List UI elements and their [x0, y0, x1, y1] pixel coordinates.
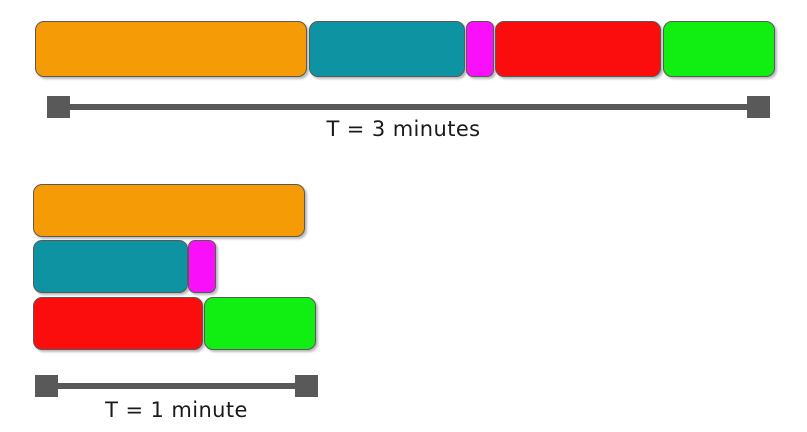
- parallel-row3-segment-red[interactable]: [33, 297, 203, 350]
- parallel-duration-label: T = 1 minute: [105, 398, 248, 422]
- parallel-row3-segment-green[interactable]: [204, 297, 316, 350]
- rule-cap-right[interactable]: [747, 96, 770, 118]
- serial-duration-label: T = 3 minutes: [326, 117, 481, 141]
- parallel-row2-segment-magenta[interactable]: [188, 240, 216, 293]
- serial-segment-green[interactable]: [663, 21, 775, 77]
- rule-cap-left[interactable]: [47, 96, 70, 118]
- serial-duration-rule: [47, 96, 770, 118]
- parallel-row1-segment-orange[interactable]: [33, 184, 305, 237]
- rule-line: [35, 383, 318, 389]
- rule-line: [47, 104, 770, 110]
- serial-segment-teal[interactable]: [309, 21, 465, 77]
- serial-segment-orange[interactable]: [35, 21, 307, 77]
- rule-cap-left[interactable]: [35, 375, 58, 397]
- parallel-row2-segment-teal[interactable]: [33, 240, 188, 293]
- serial-timeline-group: T = 3 minutes: [0, 0, 807, 160]
- parallel-duration-rule: [35, 375, 318, 397]
- rule-cap-right[interactable]: [295, 375, 318, 397]
- serial-segment-red[interactable]: [495, 21, 661, 77]
- serial-segment-magenta[interactable]: [466, 21, 494, 77]
